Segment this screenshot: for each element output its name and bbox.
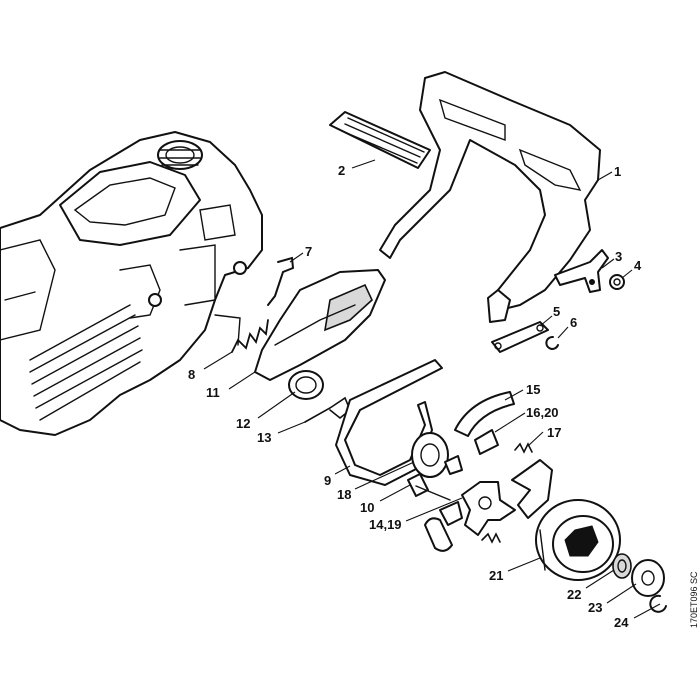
callout-7: 7 [305, 244, 312, 259]
front-handle [379, 71, 601, 323]
callout-3: 3 [615, 249, 622, 264]
grip-pad [329, 111, 431, 169]
handle-bracket [554, 249, 609, 293]
callout-13: 13 [257, 430, 271, 445]
screw [407, 473, 451, 501]
callout-14-19: 14,19 [369, 517, 402, 532]
drawing-code: 170ET096 SC [689, 571, 699, 628]
thrust-washer [411, 432, 449, 478]
callout-21: 21 [489, 568, 503, 583]
spring-clip [267, 256, 295, 306]
clutch-drum [535, 499, 621, 581]
link-plate [491, 321, 549, 353]
callout-1: 1 [614, 164, 621, 179]
clutch-shoe [454, 391, 515, 437]
clutch-spring [514, 442, 533, 454]
needle-bearing [612, 553, 632, 579]
chain-brake-lever [254, 269, 386, 381]
callout-12: 12 [236, 416, 250, 431]
callout-5: 5 [553, 304, 560, 319]
collar-nut [609, 274, 625, 290]
coil-spring [231, 319, 269, 353]
drum-washer [631, 559, 665, 597]
callout-17: 17 [547, 425, 561, 440]
callout-18: 18 [337, 487, 351, 502]
callout-23: 23 [588, 600, 602, 615]
wire-spring [304, 396, 351, 423]
callout-9: 9 [324, 473, 331, 488]
leader-lines [203, 159, 661, 619]
clutch-carrier [424, 455, 553, 552]
callout-6: 6 [570, 315, 577, 330]
engine-housing [0, 131, 263, 436]
clutch-segments [474, 429, 499, 455]
callout-10: 10 [360, 500, 374, 515]
callout-15: 15 [526, 382, 540, 397]
callout-16-20: 16,20 [526, 405, 559, 420]
callout-22: 22 [567, 587, 581, 602]
e-clip [649, 594, 667, 613]
callout-numbers: 1 2 3 4 5 6 7 8 11 12 13 15 16,20 17 9 1… [188, 163, 642, 630]
callout-8: 8 [188, 367, 195, 382]
brake-band-hub [288, 370, 324, 400]
callout-2: 2 [338, 163, 345, 178]
circlip [545, 335, 559, 350]
callout-24: 24 [614, 615, 629, 630]
callout-11: 11 [206, 385, 220, 400]
callout-4: 4 [634, 258, 642, 273]
